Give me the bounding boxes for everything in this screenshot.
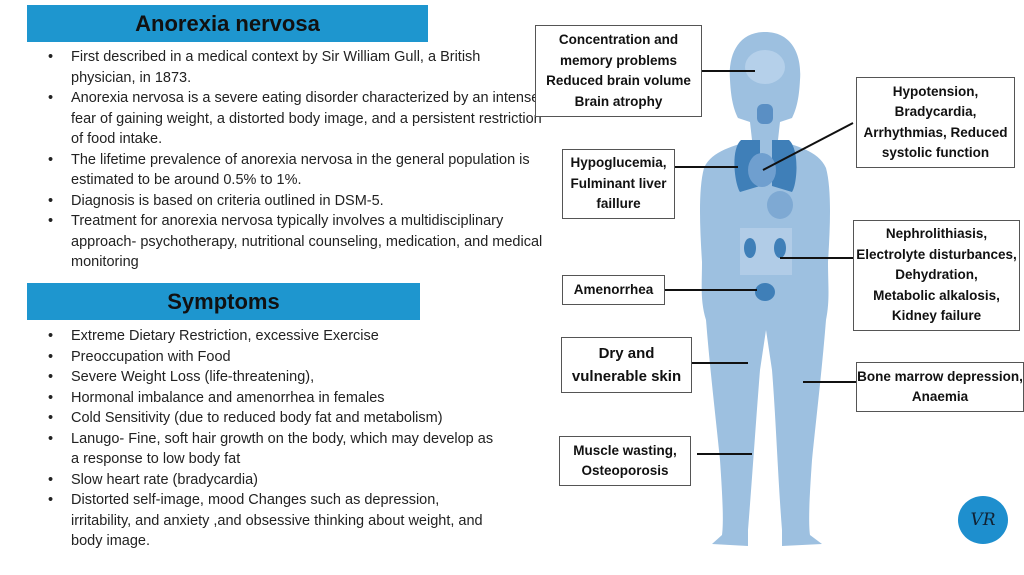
callout-liver: Hypoglucemia, Fulminant liver faillure	[562, 149, 675, 219]
callout-heart: Hypotension, Bradycardia, Arrhythmias, R…	[856, 77, 1015, 168]
stomach-icon	[767, 191, 793, 219]
kidney-icon	[774, 238, 786, 258]
list-item: Anorexia nervosa is a severe eating diso…	[48, 88, 543, 150]
title-banner: Anorexia nervosa	[27, 5, 428, 42]
thyroid-icon	[757, 104, 773, 124]
symptoms-banner: Symptoms	[27, 283, 420, 320]
page-title: Anorexia nervosa	[135, 10, 320, 36]
connector-lines	[665, 70, 856, 455]
list-item: Extreme Dietary Restriction, excessive E…	[48, 326, 503, 347]
list-item: Slow heart rate (bradycardia)	[48, 470, 503, 491]
callout-uterus: Amenorrhea	[562, 275, 665, 305]
symptoms-title: Symptoms	[167, 288, 280, 314]
lungs-icon	[734, 140, 797, 192]
kidney-icon	[744, 238, 756, 258]
list-item: Cold Sensitivity (due to reduced body fa…	[48, 408, 503, 429]
vr-logo: VR	[958, 496, 1008, 544]
list-item: Lanugo- Fine, soft hair growth on the bo…	[48, 429, 503, 470]
intro-list: First described in a medical context by …	[48, 47, 543, 273]
list-item: First described in a medical context by …	[48, 47, 543, 88]
callout-brain: Concentration and memory problems Reduce…	[535, 25, 702, 117]
logo-text: VR	[970, 510, 996, 530]
list-item: The lifetime prevalence of anorexia nerv…	[48, 150, 543, 191]
list-item: Hormonal imbalance and amenorrhea in fem…	[48, 388, 503, 409]
list-item: Preoccupation with Food	[48, 347, 503, 368]
callout-kidney: Nephrolithiasis, Electrolyte disturbance…	[853, 220, 1020, 331]
heart-icon	[748, 153, 776, 187]
symptoms-list: Extreme Dietary Restriction, excessive E…	[48, 326, 503, 552]
list-item: Treatment for anorexia nervosa typically…	[48, 211, 543, 273]
bladder-icon	[755, 283, 775, 301]
brain-icon	[745, 50, 785, 84]
list-item: Distorted self-image, mood Changes such …	[48, 490, 503, 552]
callout-bone: Bone marrow depression, Anaemia	[856, 362, 1024, 412]
callout-muscle: Muscle wasting, Osteoporosis	[559, 436, 691, 486]
callout-skin: Dry and vulnerable skin	[561, 337, 692, 393]
list-item: Diagnosis is based on criteria outlined …	[48, 191, 543, 212]
list-item: Severe Weight Loss (life-threatening),	[48, 367, 503, 388]
